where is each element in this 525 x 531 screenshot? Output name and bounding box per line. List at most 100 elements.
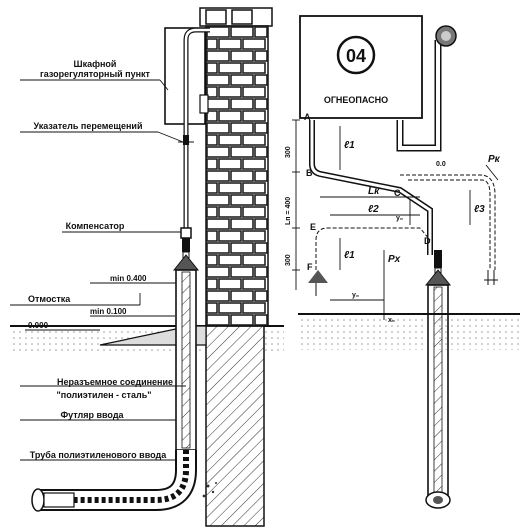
dim-l1-top: ℓ1 <box>344 140 355 151</box>
scheme-pipes <box>308 120 496 296</box>
label-min-0400: min 0.400 <box>110 274 147 283</box>
brick <box>218 62 242 74</box>
dim-px: Px <box>388 254 401 265</box>
brick <box>206 170 230 182</box>
brick <box>206 62 218 74</box>
brick <box>206 146 230 158</box>
dimension-lines <box>292 119 499 320</box>
brick <box>206 122 230 134</box>
brick <box>206 278 218 290</box>
dim-yo-top: y₀ <box>396 215 403 222</box>
brick <box>242 254 266 266</box>
brick <box>218 158 242 170</box>
entry-case <box>175 269 197 451</box>
cabinet-box: 04 ОГНЕОПАСНО <box>299 15 423 119</box>
brick <box>206 230 218 242</box>
brick <box>206 302 218 314</box>
label-cabinet-2: газорегуляторный пункт <box>40 69 151 79</box>
ground-right <box>298 313 520 350</box>
brick <box>242 62 266 74</box>
brick <box>218 38 242 50</box>
brick <box>206 98 230 110</box>
brick <box>218 134 242 146</box>
brick <box>230 314 254 326</box>
brick <box>254 146 268 158</box>
brick <box>206 206 218 218</box>
brick-wall <box>205 25 269 327</box>
brick <box>254 266 268 278</box>
brick <box>230 146 254 158</box>
brick <box>242 134 266 146</box>
dim-yo-bottom: y₀ <box>352 292 359 299</box>
label-displacement-indicator: Указатель перемещений <box>34 121 143 131</box>
brick <box>218 278 242 290</box>
brick <box>206 26 230 38</box>
brick <box>206 134 218 146</box>
gravel <box>202 482 217 498</box>
dim-xo: x₀ <box>388 317 395 324</box>
brick <box>242 86 266 98</box>
point-d: D <box>424 236 431 246</box>
brick <box>230 26 254 38</box>
dim-ln-400: Lп = 400 <box>285 197 292 225</box>
brick <box>206 158 218 170</box>
brick <box>218 110 242 122</box>
dim-l3: ℓ3 <box>474 204 485 215</box>
brick <box>218 302 242 314</box>
brick <box>242 278 266 290</box>
brick <box>206 50 230 62</box>
brick <box>242 182 266 194</box>
brick <box>206 110 218 122</box>
dimension-labels: 300 Lп = 400 300 ℓ1 ℓ1 ℓ2 ℓ3 Lк Pк Px y₀… <box>285 140 501 324</box>
brick <box>242 230 266 242</box>
label-entry-case: Футляр ввода <box>60 410 124 420</box>
label-permanent-joint: Неразъемное соединение <box>57 377 173 387</box>
vent-pipe <box>396 25 457 152</box>
brick <box>242 110 266 122</box>
label-compensator: Компенсатор <box>66 221 125 231</box>
label-pe-steel: "полиэтилен - сталь" <box>57 390 152 400</box>
brick <box>242 158 266 170</box>
riser-right <box>424 250 452 509</box>
brick <box>254 194 268 206</box>
brick <box>206 194 230 206</box>
brick <box>206 242 230 254</box>
brick <box>230 98 254 110</box>
dim-300-bottom: 300 <box>285 254 292 266</box>
brick <box>218 182 242 194</box>
brick <box>218 86 242 98</box>
brick <box>254 170 268 182</box>
brick <box>230 218 254 230</box>
brick <box>206 290 230 302</box>
pe-entry-pipe <box>31 450 197 512</box>
point-e: E <box>310 222 316 232</box>
brick <box>254 290 268 302</box>
brick <box>242 302 266 314</box>
brick <box>230 50 254 62</box>
brick <box>254 50 268 62</box>
dim-300-top: 300 <box>285 146 292 158</box>
brick <box>254 242 268 254</box>
cabinet-number: 04 <box>346 46 366 66</box>
brick <box>242 206 266 218</box>
brick <box>254 314 268 326</box>
wall-top <box>199 7 273 27</box>
brick <box>230 74 254 86</box>
label-pe-entry-pipe: Труба полиэтиленового ввода <box>30 450 167 460</box>
brick <box>206 314 230 326</box>
riser-pipe <box>172 27 210 271</box>
label-min-0100: min 0.100 <box>90 307 127 316</box>
dim-lk: Lк <box>368 186 380 197</box>
brick <box>218 254 242 266</box>
brick <box>230 122 254 134</box>
brick <box>230 242 254 254</box>
brick <box>206 38 218 50</box>
point-f: F <box>307 262 313 272</box>
cabinet-warning: ОГНЕОПАСНО <box>324 95 388 105</box>
dim-zero: 0.0 <box>436 161 446 168</box>
brick <box>206 266 230 278</box>
cabinet-number-badge <box>336 35 376 75</box>
brick <box>242 38 266 50</box>
